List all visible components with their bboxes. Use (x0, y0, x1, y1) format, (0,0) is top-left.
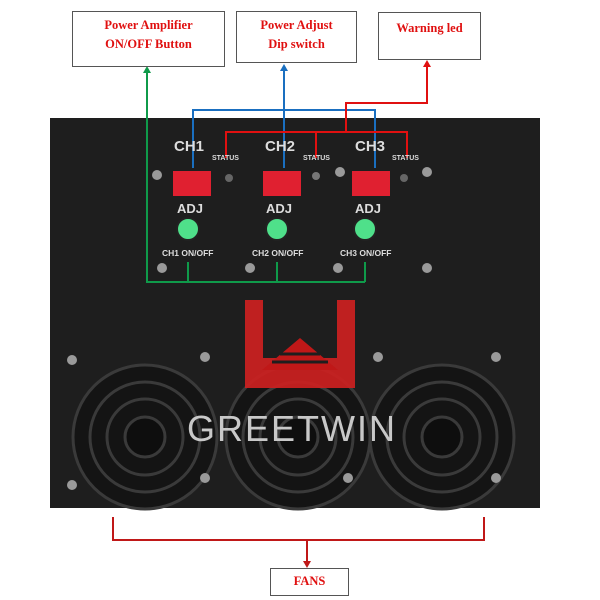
status-label-ch1: STATUS (212, 155, 239, 162)
green-connector (146, 72, 366, 283)
ch1-label: CH1 (174, 138, 205, 155)
status-label-ch3: STATUS (392, 155, 419, 162)
blue-connector (192, 70, 376, 168)
onoff-button-ch2 (265, 217, 289, 241)
status-led-ch2 (312, 172, 320, 180)
power-amplifier-callout: Power Amplifier ON/OFF Button (72, 11, 225, 67)
power-adjust-callout: Power Adjust Dip switch (236, 11, 357, 63)
adj-label-ch1: ADJ (177, 201, 204, 216)
fans-callout: FANS (270, 568, 349, 596)
status-label-ch2: STATUS (303, 155, 330, 162)
red-connector (225, 66, 428, 158)
onoff-button-ch3 (353, 217, 377, 241)
onoff-label-ch3: CH3 ON/OFF (340, 248, 392, 258)
onoff-label-ch2: CH2 ON/OFF (252, 248, 304, 258)
fans-bracket (112, 517, 485, 562)
dip-switch-ch3 (352, 171, 390, 196)
dip-switch-ch2 (263, 171, 301, 196)
warning-led-callout: Warning led (378, 12, 481, 60)
onoff-button-ch1 (176, 217, 200, 241)
greetwin-logo (245, 300, 355, 388)
ch2-label: CH2 (265, 138, 296, 155)
onoff-label-ch1: CH1 ON/OFF (162, 248, 214, 258)
adj-label-ch3: ADJ (355, 201, 382, 216)
controls (173, 171, 408, 241)
ch3-label: CH3 (355, 138, 386, 155)
fans (71, 363, 516, 511)
status-led-ch1 (225, 174, 233, 182)
screws (67, 167, 501, 490)
dip-switch-ch1 (173, 171, 211, 196)
adj-label-ch2: ADJ (266, 201, 293, 216)
status-led-ch3 (400, 174, 408, 182)
arrowheads (143, 60, 431, 568)
annotation-lines (112, 66, 485, 562)
brand-text: GREETWIN (187, 408, 397, 449)
